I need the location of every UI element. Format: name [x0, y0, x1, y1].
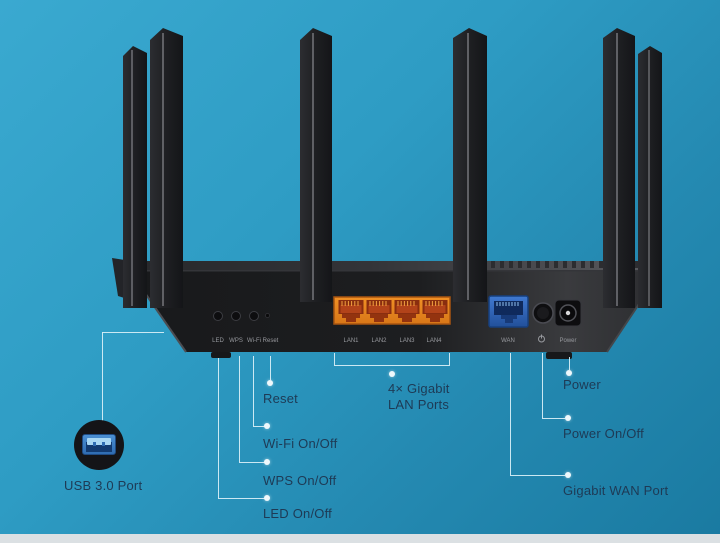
wan-port[interactable]	[488, 295, 529, 328]
annotation-bracket-lan-right	[449, 353, 450, 365]
led-button[interactable]	[213, 311, 223, 321]
lan-port-2[interactable]	[366, 300, 392, 322]
antenna-6	[638, 46, 662, 308]
annotation-bracket-lan-left	[334, 353, 335, 365]
wps-label: WPS	[229, 338, 243, 344]
panel-buttons	[213, 311, 270, 321]
led-label: LED	[212, 338, 224, 344]
antenna-5	[603, 28, 635, 308]
panel-labels: LED WPS Wi-Fi Reset LAN1 LAN2 LAN3 LAN4 …	[212, 338, 576, 344]
antenna-3	[300, 28, 332, 302]
annotation-line-reset	[270, 356, 271, 380]
annotation-dot-poweronoff	[565, 415, 571, 421]
usb-port-detail	[74, 420, 124, 470]
lan2-label: LAN2	[371, 338, 387, 344]
annotation-line-poweronoff-h	[542, 418, 565, 419]
power-jack-label: Power	[559, 338, 576, 344]
reset-label: Reset	[263, 338, 279, 344]
usb-pin	[102, 442, 105, 446]
annotation-dot-wifi	[264, 423, 270, 429]
antenna-1	[123, 46, 147, 308]
lan-port-block	[333, 296, 451, 325]
lan-port-3[interactable]	[394, 300, 420, 322]
annotation-lan-line2: LAN Ports	[388, 396, 450, 412]
annotation-wan-port: Gigabit WAN Port	[563, 483, 669, 498]
lan-port-4[interactable]	[422, 300, 448, 322]
annotation-line-usb-v	[102, 332, 103, 421]
annotation-line-usb-h	[102, 332, 164, 333]
wps-button[interactable]	[231, 311, 241, 321]
bottom-border-strip	[0, 534, 720, 543]
annotation-power: Power	[563, 377, 601, 392]
annotation-led-onoff: LED On/Off	[263, 506, 332, 521]
usb-a-connector-icon[interactable]	[82, 434, 116, 455]
antennas	[123, 28, 662, 308]
wifi-button[interactable]	[249, 311, 259, 321]
annotation-wps-onoff: WPS On/Off	[263, 473, 337, 488]
annotation-reset: Reset	[263, 391, 298, 406]
annotation-lan-ports: 4× Gigabit LAN Ports	[388, 381, 450, 412]
annotation-line-poweronoff-v	[542, 353, 543, 418]
annotation-line-power	[569, 357, 570, 370]
lan1-label: LAN1	[343, 338, 359, 344]
annotation-dot-wps	[264, 459, 270, 465]
wan-label: WAN	[501, 338, 515, 344]
annotation-line-wps-h	[239, 462, 265, 463]
power-icon	[538, 334, 545, 343]
power-button[interactable]	[532, 302, 554, 324]
annotation-line-wifi-h	[253, 426, 265, 427]
annotation-lan-line1: 4× Gigabit	[388, 381, 450, 396]
annotation-dot-led	[264, 495, 270, 501]
lan3-label: LAN3	[399, 338, 415, 344]
annotation-power-onoff: Power On/Off	[563, 426, 644, 441]
annotation-bracket-lan	[334, 365, 450, 366]
annotation-line-wifi-v	[253, 356, 254, 426]
annotation-line-wan-v	[510, 353, 511, 475]
annotation-dot-lan	[389, 371, 395, 377]
wifi-label: Wi-Fi	[247, 338, 261, 344]
annotation-wifi-onoff: Wi-Fi On/Off	[263, 436, 338, 451]
reset-pinhole[interactable]	[265, 313, 270, 318]
annotation-dot-reset	[267, 380, 273, 386]
lan-port-1[interactable]	[338, 300, 364, 322]
annotation-usb-port: USB 3.0 Port	[64, 478, 143, 493]
annotation-dot-power	[566, 370, 572, 376]
antenna-2	[150, 28, 183, 308]
annotation-dot-wan	[565, 472, 571, 478]
annotation-line-wps-v	[239, 356, 240, 462]
antenna-4	[453, 28, 487, 302]
lan4-label: LAN4	[426, 338, 442, 344]
annotation-line-wan-h	[510, 475, 565, 476]
annotation-line-led-v	[218, 358, 219, 498]
usb-cavity	[86, 442, 112, 452]
power-jack[interactable]	[554, 299, 582, 327]
usb-tongue	[87, 438, 111, 446]
usb-pin	[93, 442, 96, 446]
annotation-line-led-h	[218, 498, 265, 499]
